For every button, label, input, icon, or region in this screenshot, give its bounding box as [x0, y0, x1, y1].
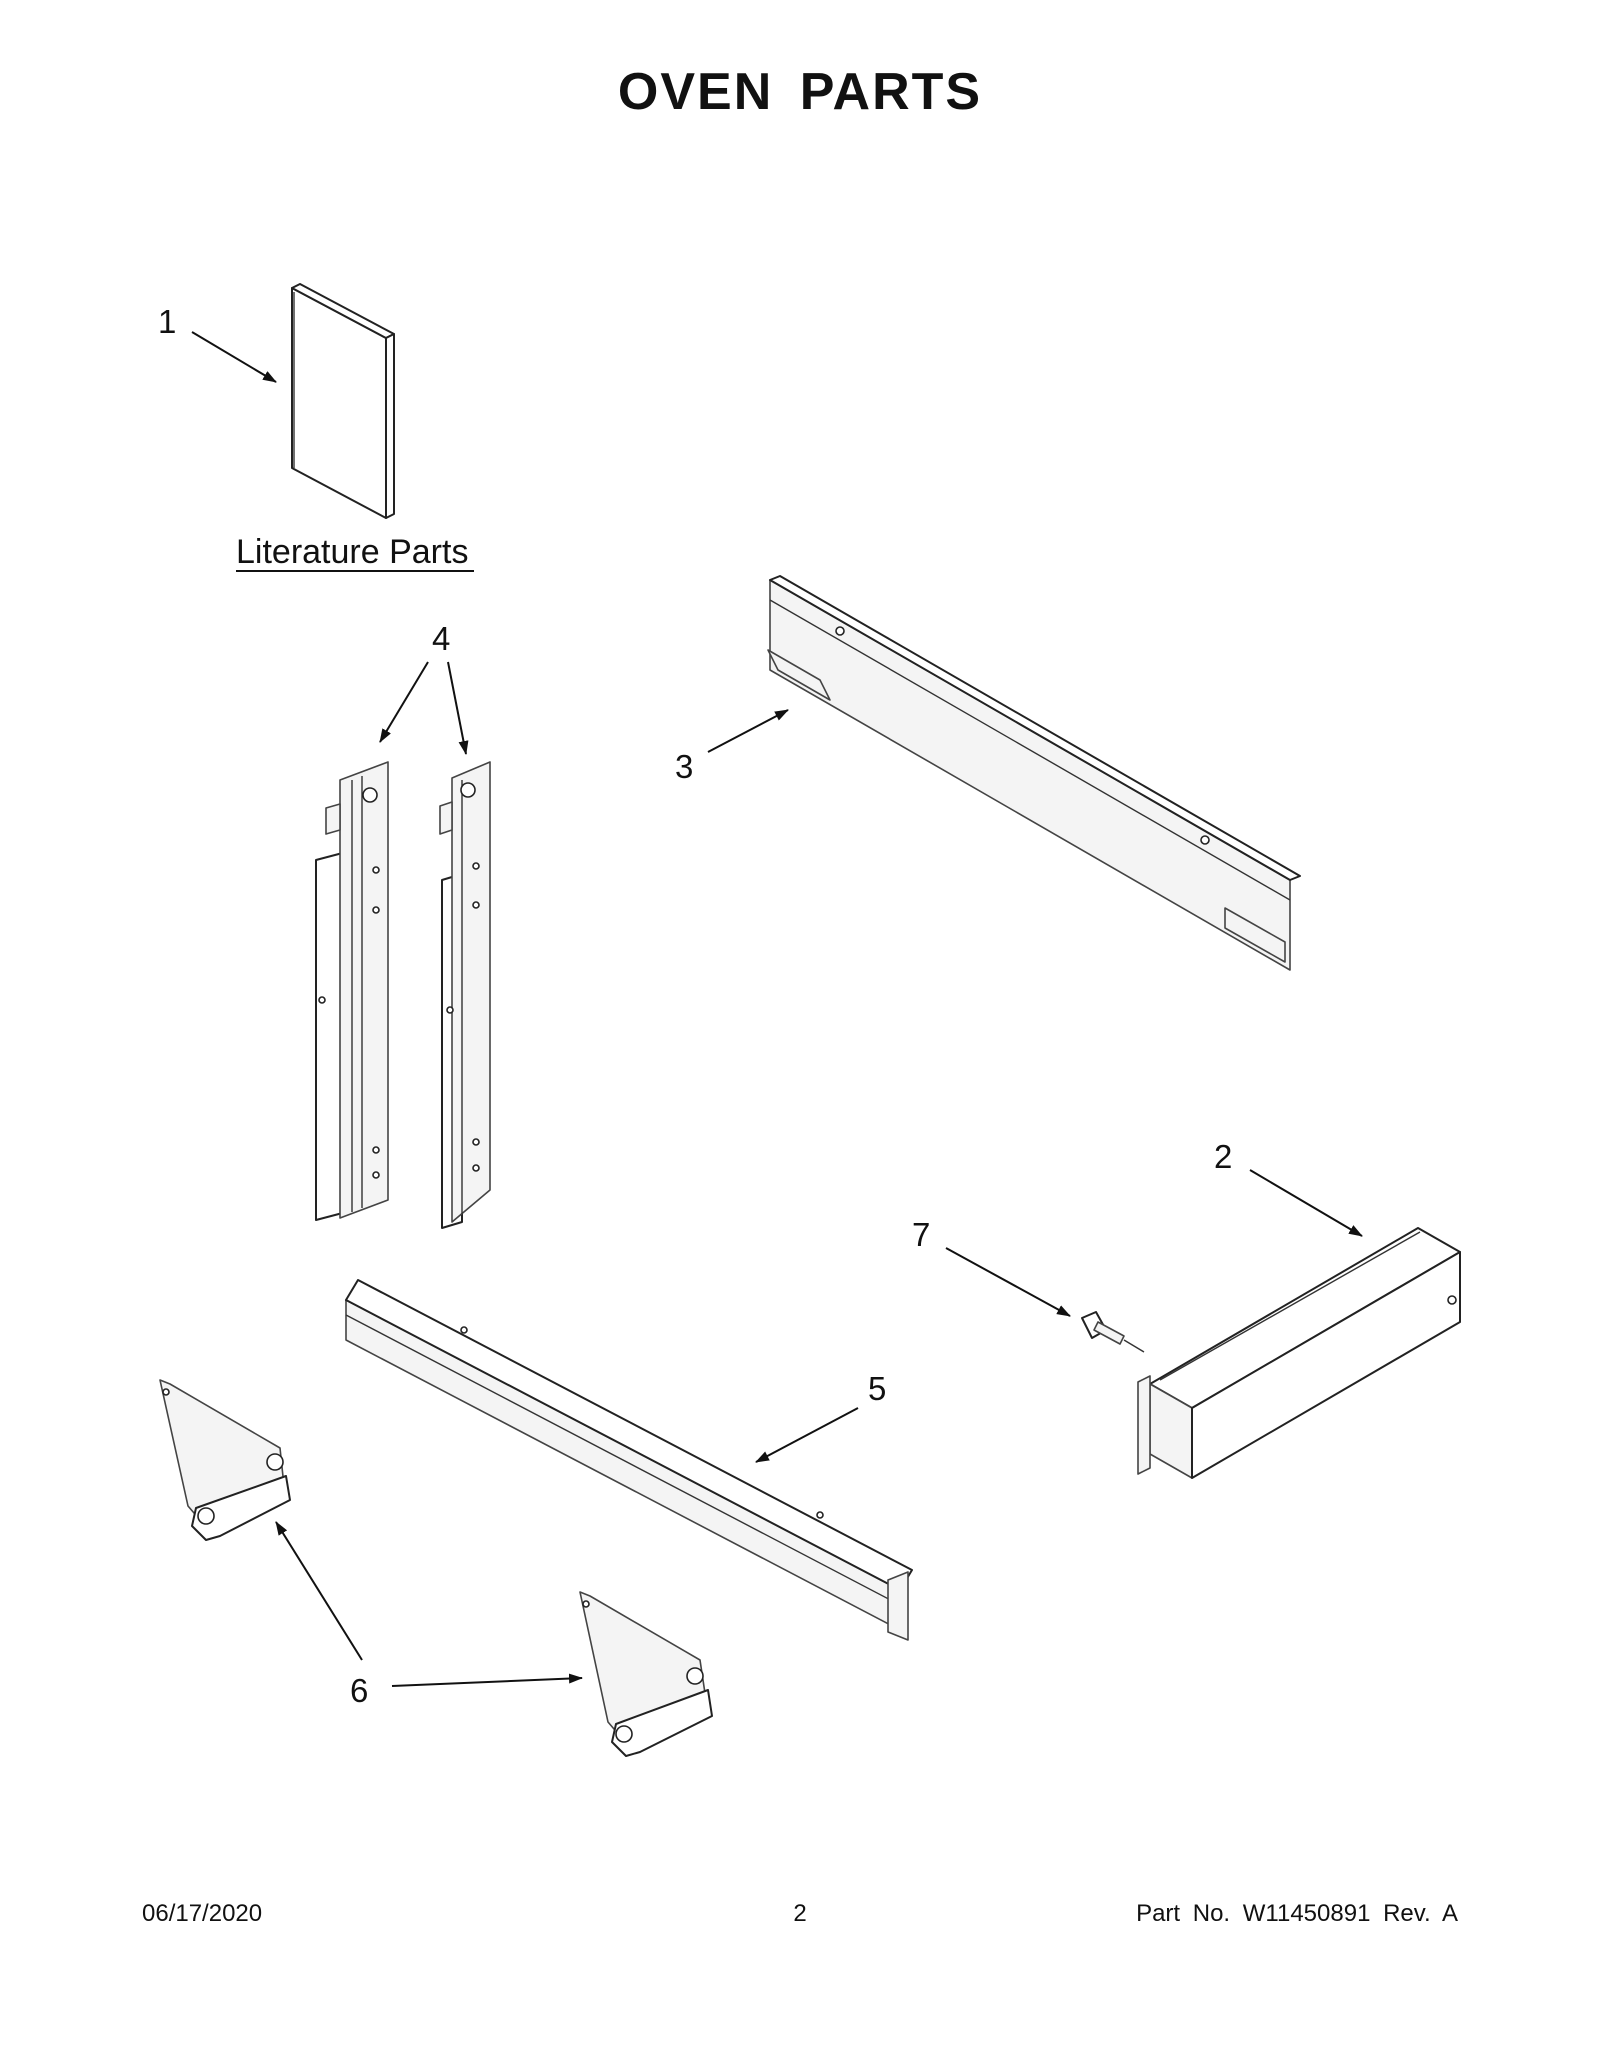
page-title: OVEN PARTS: [617, 63, 983, 121]
leader-6-lower: [391, 1673, 583, 1687]
part-5-bottom-channel: [345, 1279, 913, 1641]
leader-5: [755, 1407, 859, 1463]
leader-1: [191, 331, 277, 383]
footer-date: 06/17/2020: [142, 1900, 263, 1927]
callout-6: 6: [350, 1672, 368, 1709]
part-6-mounting-bracket-upper: [159, 1379, 291, 1541]
leader-4-right: [447, 661, 469, 755]
leader-4-left: [379, 661, 429, 743]
leader-3: [707, 709, 789, 753]
callout-7: 7: [912, 1216, 930, 1253]
leader-6-upper: [275, 1521, 363, 1661]
part-4-side-rail-left: [315, 761, 389, 1221]
leader-2: [1249, 1169, 1363, 1237]
callout-5: 5: [868, 1370, 886, 1407]
part-7-screw: [1081, 1311, 1145, 1353]
callout-3: 3: [675, 748, 693, 785]
part-3-trim-bracket: [767, 575, 1301, 971]
footer-page-number: 2: [793, 1900, 807, 1927]
leader-7: [945, 1247, 1071, 1317]
footer-part-number: Part No. W11450891 Rev. A: [1136, 1900, 1458, 1927]
part-4-side-rail-right: [439, 761, 491, 1229]
callout-4: 4: [432, 620, 450, 657]
callout-2: 2: [1214, 1138, 1232, 1175]
callout-1: 1: [158, 303, 176, 340]
part-2-vent-duct: [1137, 1227, 1461, 1479]
part-6-mounting-bracket-lower: [579, 1591, 713, 1757]
literature-parts-label: Literature Parts: [236, 533, 468, 571]
part-1-literature-booklet: [291, 283, 395, 519]
